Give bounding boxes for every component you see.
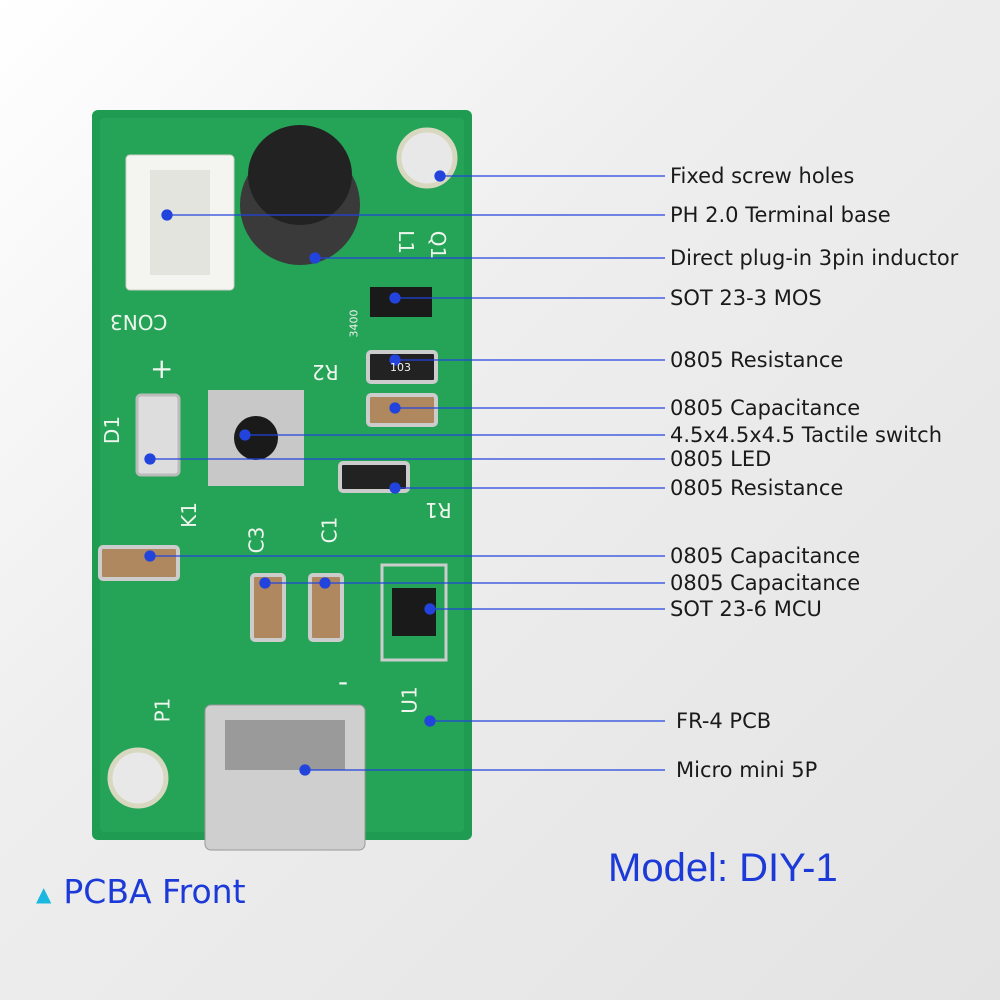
silkscreen-c1: C1 — [317, 516, 342, 544]
mos-chip — [370, 287, 432, 317]
usb-port — [204, 704, 366, 851]
silkscreen-mos-marking: 3400 — [347, 309, 361, 338]
callout-label: 0805 Capacitance — [670, 396, 861, 420]
silkscreen-p1: P1 — [150, 697, 175, 723]
callout-label: 0805 Capacitance — [670, 544, 861, 568]
capacitor-c2 — [366, 393, 438, 427]
silkscreen-c3: C3 — [244, 526, 269, 554]
screw-hole-bottom — [107, 747, 169, 809]
silkscreen-r1: R1 — [425, 498, 452, 522]
silkscreen-u1: U1 — [397, 686, 422, 714]
callout-label: 0805 LED — [670, 447, 772, 471]
silkscreen-resistor-marking: 103 — [390, 361, 411, 374]
silkscreen-plus: + — [150, 352, 174, 385]
callout-label: 4.5x4.5x4.5 Tactile switch — [670, 423, 943, 447]
screw-hole-top — [396, 127, 458, 189]
callout-label: PH 2.0 Terminal base — [670, 203, 891, 227]
callout-label: 0805 Capacitance — [670, 571, 861, 595]
silkscreen-d1: D1 — [100, 415, 125, 445]
inductor — [240, 125, 360, 265]
silkscreen-r2: R2 — [312, 360, 339, 384]
callout-label: Micro mini 5P — [676, 758, 818, 782]
callout-label: 0805 Resistance — [670, 348, 844, 372]
caption-text: PCBA Front — [63, 872, 246, 911]
triangle-up-icon: ▲ — [36, 881, 52, 906]
callout-label: Direct plug-in 3pin inductor — [670, 246, 959, 270]
callout-label: Fixed screw holes — [670, 164, 855, 188]
silkscreen-con3: CON3 — [110, 310, 168, 334]
callout-label: FR-4 PCB — [676, 709, 772, 733]
led-d1 — [135, 393, 181, 477]
silkscreen-k1: K1 — [176, 502, 201, 528]
capacitor-c3 — [250, 573, 286, 642]
callout-label: SOT 23-6 MCU — [670, 597, 822, 621]
caption: ▲ PCBA Front — [36, 872, 246, 911]
callout-lines — [144, 170, 665, 776]
silkscreen-minus: - — [338, 665, 349, 698]
tactile-switch — [208, 390, 304, 486]
silkscreen-l1: L1 — [393, 230, 418, 254]
resistor-r1 — [338, 461, 410, 493]
callout-label: 0805 Resistance — [670, 476, 844, 500]
model-label: Model: DIY-1 — [608, 846, 838, 890]
capacitor-c4 — [98, 545, 180, 581]
terminal-connector — [125, 154, 235, 291]
callout-label: SOT 23-3 MOS — [670, 286, 822, 310]
silkscreen-q1: Q1 — [426, 230, 451, 260]
capacitor-c1 — [308, 573, 344, 642]
